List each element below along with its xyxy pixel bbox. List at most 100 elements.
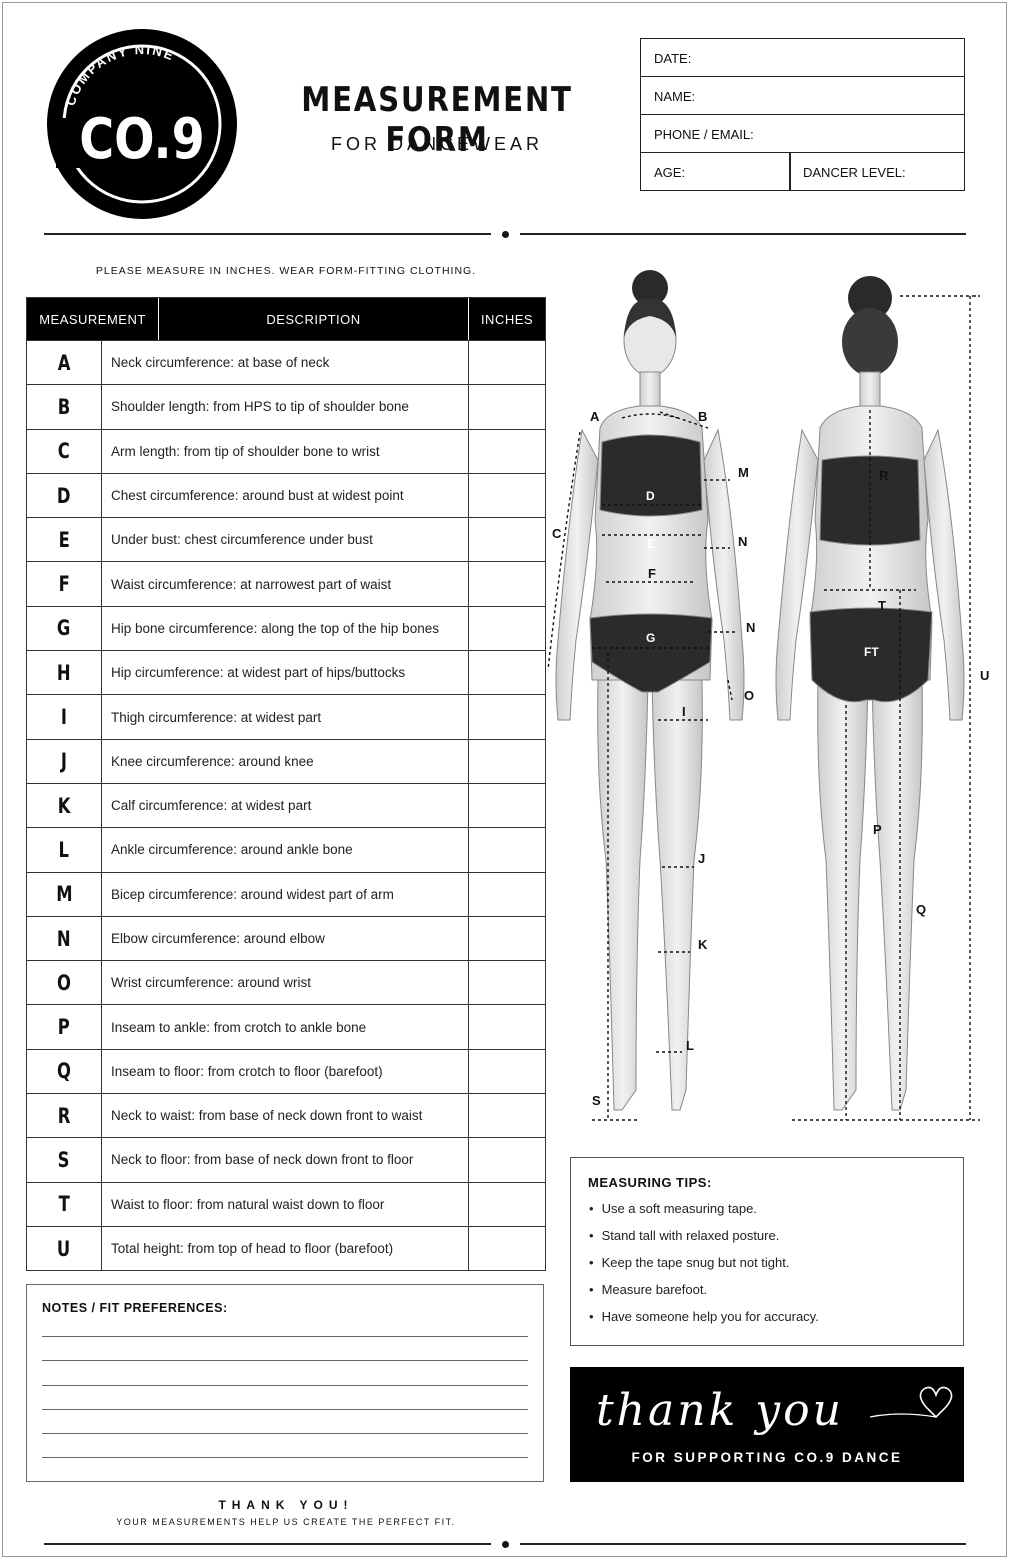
- measurement-description: Chest circumference: around bust at wide…: [102, 473, 469, 518]
- measurement-description: Hip bone circumference: along the top of…: [102, 606, 469, 651]
- label-k: K: [698, 937, 708, 952]
- measurement-description: Thigh circumference: at widest part: [102, 695, 469, 739]
- inches-input-cell[interactable]: [469, 1183, 545, 1226]
- measurement-description: Shoulder length: from HPS to tip of shou…: [102, 385, 469, 429]
- page-subtitle: FOR DANCEWEAR: [330, 134, 543, 154]
- inches-input-cell[interactable]: [469, 784, 545, 827]
- measurement-description: Neck circumference: at base of neck: [102, 341, 469, 385]
- measurement-letter: H: [27, 651, 102, 695]
- name-field[interactable]: NAME:: [641, 77, 964, 115]
- inches-input-cell[interactable]: [469, 917, 545, 960]
- thank-you-subtitle: FOR SUPPORTING CO.9 DANCE: [631, 1450, 903, 1465]
- table-header: MEASUREMENT DESCRIPTION INCHES: [27, 298, 545, 340]
- tips-list: Use a soft measuring tape. Stand tall wi…: [589, 1201, 819, 1336]
- label-s: S: [592, 1093, 601, 1108]
- label-b: B: [698, 409, 707, 424]
- inches-input-cell[interactable]: [469, 1138, 545, 1181]
- measurement-letter: L: [27, 828, 102, 872]
- label-i: I: [682, 704, 686, 719]
- label-a: A: [590, 409, 600, 424]
- customer-info-box: DATE: NAME: PHONE / EMAIL: AGE: DANCER L…: [640, 38, 965, 191]
- svg-text:thank you: thank you: [596, 1385, 844, 1436]
- measurement-letter: J: [27, 739, 102, 783]
- body-measurement-diagram: A B C D E F G I J K L M N N O S R T FT P…: [547, 270, 989, 1121]
- measurement-labels: A B C D E F G I J K L M N N O S R T FT P…: [552, 409, 989, 1108]
- notes-box[interactable]: NOTES / FIT PREFERENCES:: [26, 1284, 544, 1482]
- inches-input-cell[interactable]: [469, 474, 545, 517]
- measurement-letter: A: [27, 341, 102, 385]
- label-p: P: [873, 822, 882, 837]
- label-m: M: [738, 465, 749, 480]
- inches-input-cell[interactable]: [469, 562, 545, 605]
- notes-line: [42, 1457, 528, 1458]
- label-c: C: [552, 526, 562, 541]
- inches-input-cell[interactable]: [469, 1227, 545, 1270]
- tip-item: Keep the tape snug but not tight.: [589, 1255, 819, 1282]
- label-ft: FT: [864, 645, 879, 659]
- inches-input-cell[interactable]: [469, 695, 545, 738]
- measurement-description: Calf circumference: at widest part: [102, 783, 469, 828]
- contact-field[interactable]: PHONE / EMAIL:: [641, 115, 964, 153]
- header-description: DESCRIPTION: [159, 298, 469, 340]
- inches-input-cell[interactable]: [469, 828, 545, 871]
- measurement-description: Hip circumference: at widest part of hip…: [102, 651, 469, 695]
- label-u: U: [980, 668, 989, 683]
- measurement-description: Waist circumference: at narrowest part o…: [102, 562, 469, 606]
- footer-thanks: THANK YOU!: [218, 1498, 354, 1512]
- measurement-description: Elbow circumference: around elbow: [102, 916, 469, 961]
- instructions: PLEASE MEASURE IN INCHES. WEAR FORM-FITT…: [95, 265, 477, 277]
- measurement-letter: U: [27, 1226, 102, 1271]
- measurement-description: Total height: from top of head to floor …: [102, 1226, 469, 1271]
- measurement-letter: T: [27, 1182, 102, 1226]
- label-f: F: [648, 566, 656, 581]
- measurement-description: Neck to floor: from base of neck down fr…: [102, 1138, 469, 1182]
- measuring-tips-box: MEASURING TIPS: Use a soft measuring tap…: [570, 1157, 964, 1346]
- measurement-description: Inseam to ankle: from crotch to ankle bo…: [102, 1005, 469, 1049]
- inches-input-cell[interactable]: [469, 607, 545, 650]
- measurement-letter: N: [27, 916, 102, 961]
- inches-input-cell[interactable]: [469, 1050, 545, 1093]
- inches-input-cell[interactable]: [469, 961, 545, 1004]
- measurement-letter: R: [27, 1094, 102, 1138]
- label-r: R: [879, 468, 889, 483]
- measurement-letter: M: [27, 872, 102, 916]
- divider-dot: [502, 231, 509, 238]
- inches-input-cell[interactable]: [469, 430, 545, 473]
- inches-input-cell[interactable]: [469, 341, 545, 384]
- dancer-level-field[interactable]: DANCER LEVEL:: [803, 165, 906, 180]
- company-logo: COMPANY NINE CO.9: [47, 29, 237, 219]
- label-q: Q: [916, 902, 926, 917]
- label-g: G: [646, 631, 655, 645]
- measurement-letter: O: [27, 961, 102, 1005]
- measurement-description: Knee circumference: around knee: [102, 739, 469, 783]
- inches-input-cell[interactable]: [469, 518, 545, 561]
- inches-input-cell[interactable]: [469, 1094, 545, 1137]
- inches-input-cell[interactable]: [469, 385, 545, 428]
- inches-input-cell[interactable]: [469, 873, 545, 916]
- header-divider-right: [520, 233, 966, 235]
- date-field[interactable]: DATE:: [641, 39, 964, 77]
- inches-input-cell[interactable]: [469, 740, 545, 783]
- measurement-letter: E: [27, 518, 102, 562]
- footer-divider-dot: [502, 1541, 509, 1548]
- age-field[interactable]: AGE:: [654, 165, 686, 180]
- footer-tagline: YOUR MEASUREMENTS HELP US CREATE THE PER…: [116, 1517, 456, 1527]
- measurement-letter: K: [27, 783, 102, 828]
- measurement-description: Under bust: chest circumference under bu…: [102, 518, 469, 562]
- measurement-letter: I: [27, 695, 102, 739]
- footer-divider-left: [44, 1543, 491, 1545]
- inches-input-cell[interactable]: [469, 1005, 545, 1048]
- inches-input-cell[interactable]: [469, 651, 545, 694]
- header-inches: INCHES: [480, 311, 534, 327]
